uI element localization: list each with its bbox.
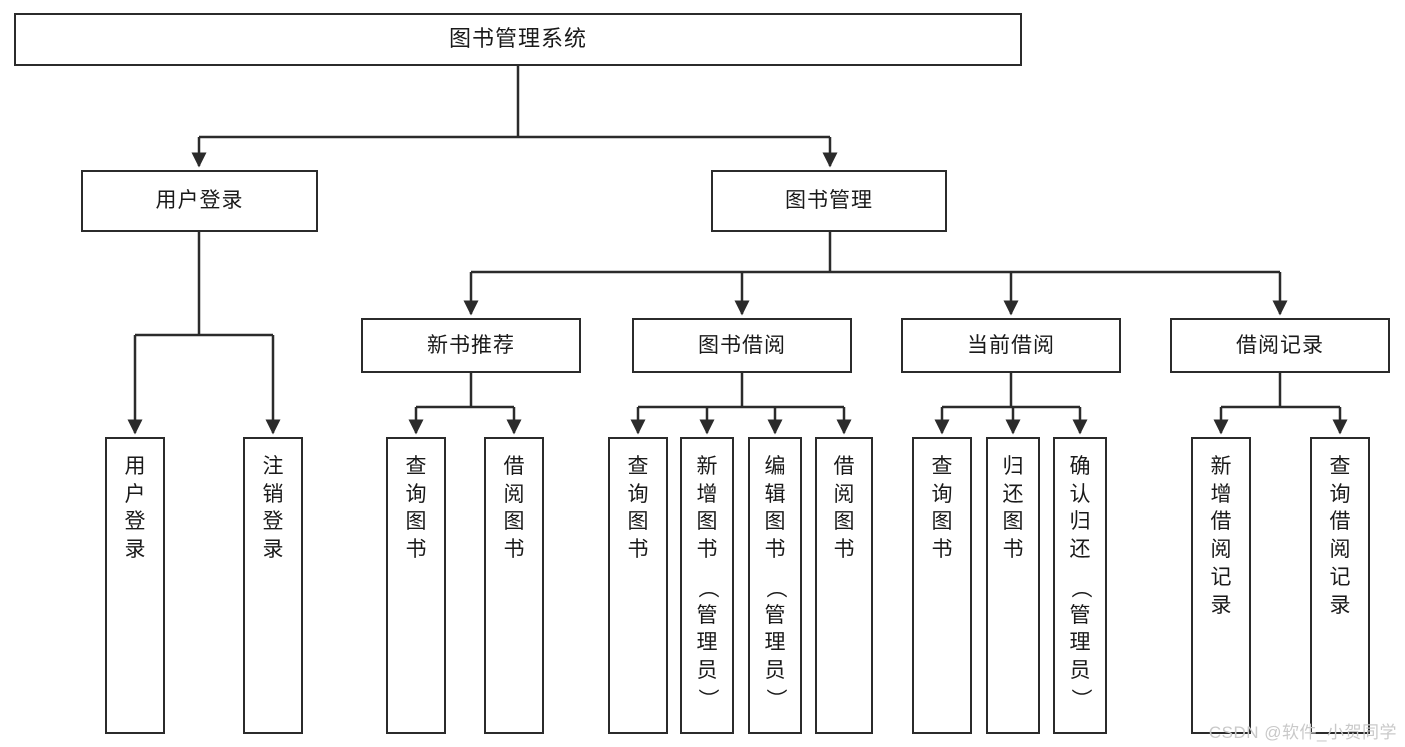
node-user-login[interactable]: 用户登录 (81, 170, 318, 232)
node-leaf-query-book-2[interactable]: 查询图书 (608, 437, 668, 734)
node-leaf-query-book-3[interactable]: 查询图书 (912, 437, 972, 734)
node-book-borrow-label: 图书借阅 (698, 333, 786, 357)
node-current-borrow-label: 当前借阅 (967, 333, 1055, 357)
node-borrow-record-label: 借阅记录 (1236, 333, 1324, 357)
node-leaf-query-record[interactable]: 查询借阅记录 (1310, 437, 1370, 734)
node-leaf-query-book-1[interactable]: 查询图书 (386, 437, 446, 734)
node-leaf-query-book-3-label: 查询图书 (931, 455, 953, 562)
node-leaf-borrow-book-2-label: 借阅图书 (833, 455, 855, 562)
node-leaf-edit-book[interactable]: 编辑图书（管理员） (748, 437, 802, 734)
node-current-borrow[interactable]: 当前借阅 (901, 318, 1121, 373)
node-leaf-add-book-label: 新增图书（管理员） (695, 455, 719, 710)
node-leaf-query-book-2-label: 查询图书 (627, 455, 649, 562)
node-leaf-add-record-label: 新增借阅记录 (1210, 455, 1232, 617)
node-new-book-recommend-label: 新书推荐 (427, 333, 515, 357)
node-leaf-return-book[interactable]: 归还图书 (986, 437, 1040, 734)
node-user-login-label: 用户登录 (155, 189, 244, 213)
node-leaf-user-login[interactable]: 用户登录 (105, 437, 165, 734)
node-leaf-edit-book-label: 编辑图书（管理员） (763, 455, 787, 710)
node-book-borrow[interactable]: 图书借阅 (632, 318, 852, 373)
node-book-management[interactable]: 图书管理 (711, 170, 947, 232)
node-leaf-logout-login[interactable]: 注销登录 (243, 437, 303, 734)
node-new-book-recommend[interactable]: 新书推荐 (361, 318, 581, 373)
node-root[interactable]: 图书管理系统 (14, 13, 1022, 66)
node-leaf-add-record[interactable]: 新增借阅记录 (1191, 437, 1251, 734)
node-leaf-logout-login-label: 注销登录 (262, 455, 284, 562)
node-leaf-borrow-book-1-label: 借阅图书 (503, 455, 525, 562)
node-leaf-confirm-return[interactable]: 确认归还（管理员） (1053, 437, 1107, 734)
node-leaf-query-book-1-label: 查询图书 (405, 455, 427, 562)
node-leaf-return-book-label: 归还图书 (1002, 455, 1024, 562)
node-leaf-borrow-book-2[interactable]: 借阅图书 (815, 437, 873, 734)
node-leaf-confirm-return-label: 确认归还（管理员） (1068, 455, 1092, 710)
node-leaf-query-record-label: 查询借阅记录 (1329, 455, 1351, 617)
node-leaf-borrow-book-1[interactable]: 借阅图书 (484, 437, 544, 734)
node-borrow-record[interactable]: 借阅记录 (1170, 318, 1390, 373)
node-leaf-add-book[interactable]: 新增图书（管理员） (680, 437, 734, 734)
node-book-management-label: 图书管理 (785, 189, 873, 213)
node-leaf-user-login-label: 用户登录 (124, 455, 146, 562)
node-root-label: 图书管理系统 (448, 26, 587, 52)
